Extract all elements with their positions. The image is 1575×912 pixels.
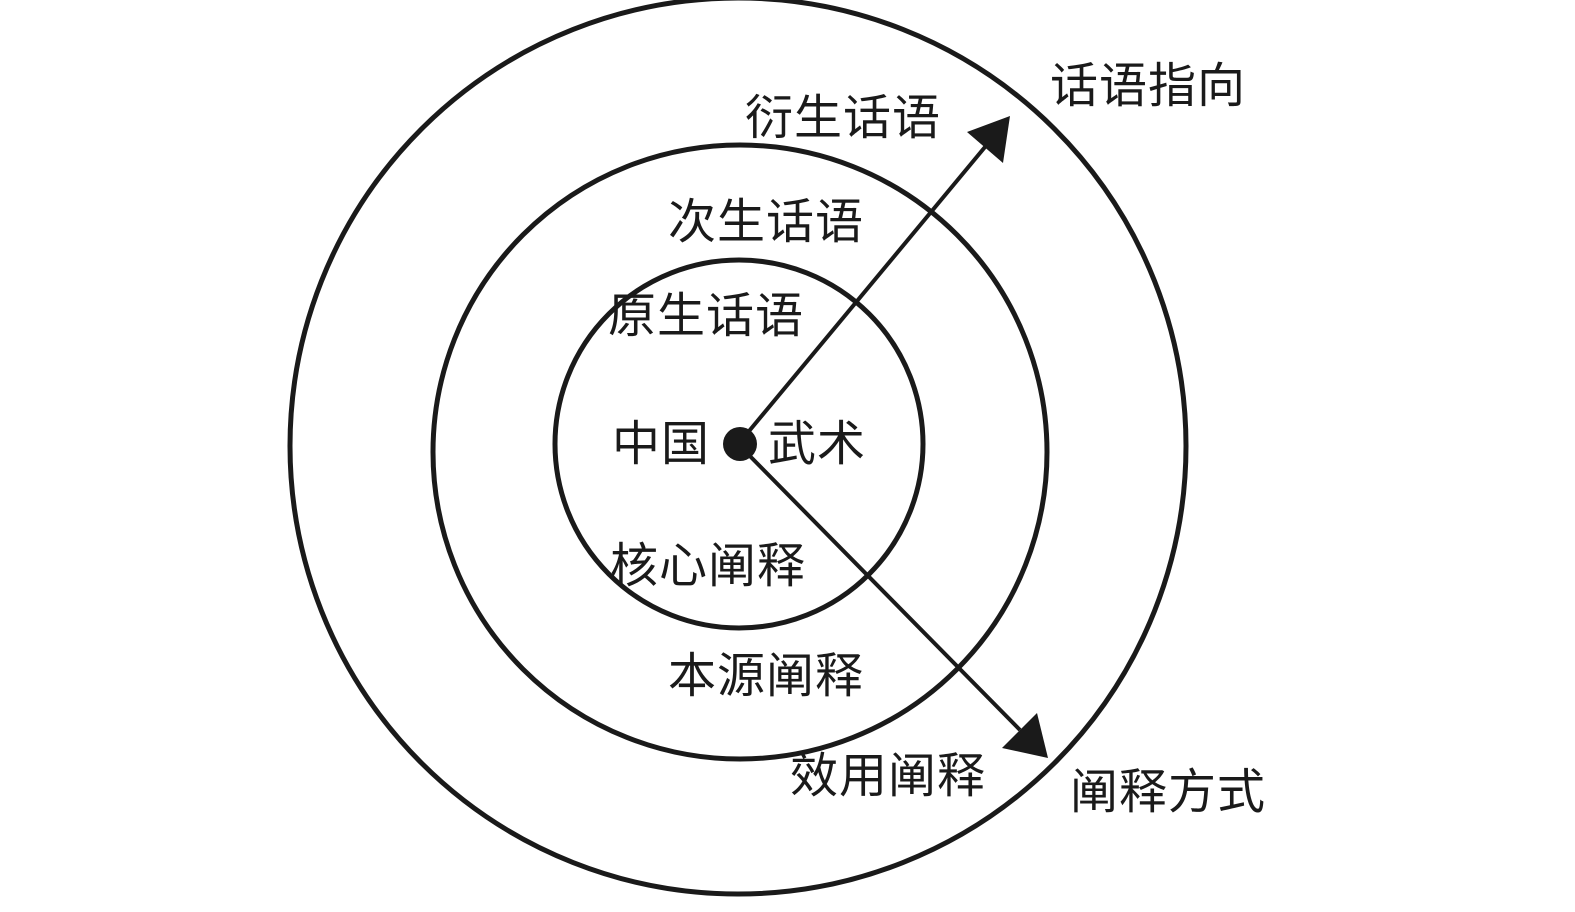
- outer-ring-interpretation-label: 效用阐释: [790, 748, 987, 804]
- outer-ring: [287, 0, 1189, 897]
- interpretation-arrowhead: [1002, 713, 1048, 758]
- interpretation-direction-line: [738, 444, 1022, 732]
- discourse-direction-label: 话语指向: [1050, 58, 1247, 114]
- middle-ring-discourse-label: 次生话语: [668, 194, 865, 250]
- discourse-arrowhead: [967, 116, 1010, 163]
- center-left-label: 中国: [612, 416, 711, 472]
- discourse-direction-line: [738, 145, 987, 444]
- middle-ring: [430, 142, 1050, 762]
- center-dot: [723, 427, 757, 461]
- center-right-label: 武术: [768, 416, 867, 472]
- middle-ring-interpretation-label: 本源阐释: [668, 648, 865, 704]
- outer-ring-discourse-label: 衍生话语: [745, 90, 942, 146]
- inner-ring-interpretation-label: 核心阐释: [610, 538, 807, 594]
- inner-ring-discourse-label: 原生话语: [608, 288, 805, 344]
- interpretation-direction-label: 阐释方式: [1070, 764, 1267, 820]
- inner-ring: [552, 257, 926, 631]
